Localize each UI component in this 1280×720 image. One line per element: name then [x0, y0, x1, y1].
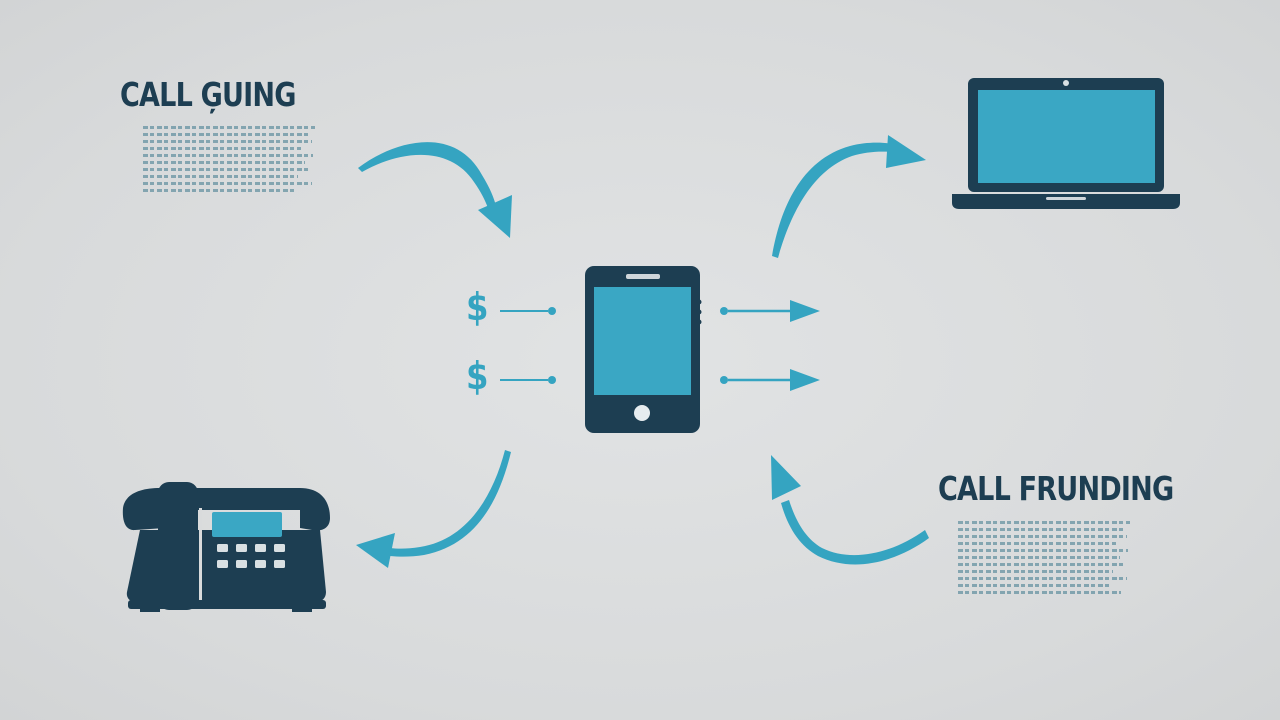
smartphone-icon	[585, 266, 702, 433]
curved-arrow-top-left	[358, 142, 512, 238]
curved-arrow-bottom-right	[771, 455, 929, 565]
text-line	[958, 591, 1122, 594]
text-line	[143, 147, 302, 150]
dollar-connector-1	[500, 307, 556, 315]
text-line	[143, 161, 305, 164]
text-line	[958, 535, 1127, 538]
call-frunding-heading: CALL FRUNDING	[938, 469, 1174, 508]
text-line	[958, 556, 1120, 559]
curved-arrow-top-right	[772, 135, 926, 258]
text-line	[958, 570, 1113, 573]
text-line	[143, 182, 312, 185]
bottom-right-text-block	[958, 521, 1130, 594]
text-line	[143, 126, 315, 129]
top-left-text-block	[143, 126, 315, 192]
laptop-icon	[952, 78, 1180, 209]
text-line	[958, 542, 1117, 545]
text-line	[958, 584, 1110, 587]
outgoing-arrow-1	[720, 300, 820, 322]
text-line	[958, 528, 1124, 531]
text-line	[958, 521, 1130, 524]
curved-arrow-bottom-left	[356, 450, 511, 568]
connector-dot	[548, 376, 556, 384]
dollar-icon: $	[465, 354, 489, 398]
text-line	[143, 175, 298, 178]
text-line	[143, 133, 309, 136]
outgoing-arrow-2	[720, 369, 820, 391]
connector-dot	[548, 307, 556, 315]
desk-phone-icon	[122, 482, 330, 612]
text-line	[958, 577, 1127, 580]
dollar-connector-2	[500, 376, 556, 384]
text-line	[143, 140, 312, 143]
text-line	[958, 563, 1125, 566]
dollar-icon: $	[465, 285, 489, 329]
text-line	[143, 168, 310, 171]
text-line	[143, 189, 295, 192]
call-guing-heading: CALL ĢUING	[120, 75, 296, 114]
text-line	[958, 549, 1129, 552]
text-line	[143, 154, 314, 157]
